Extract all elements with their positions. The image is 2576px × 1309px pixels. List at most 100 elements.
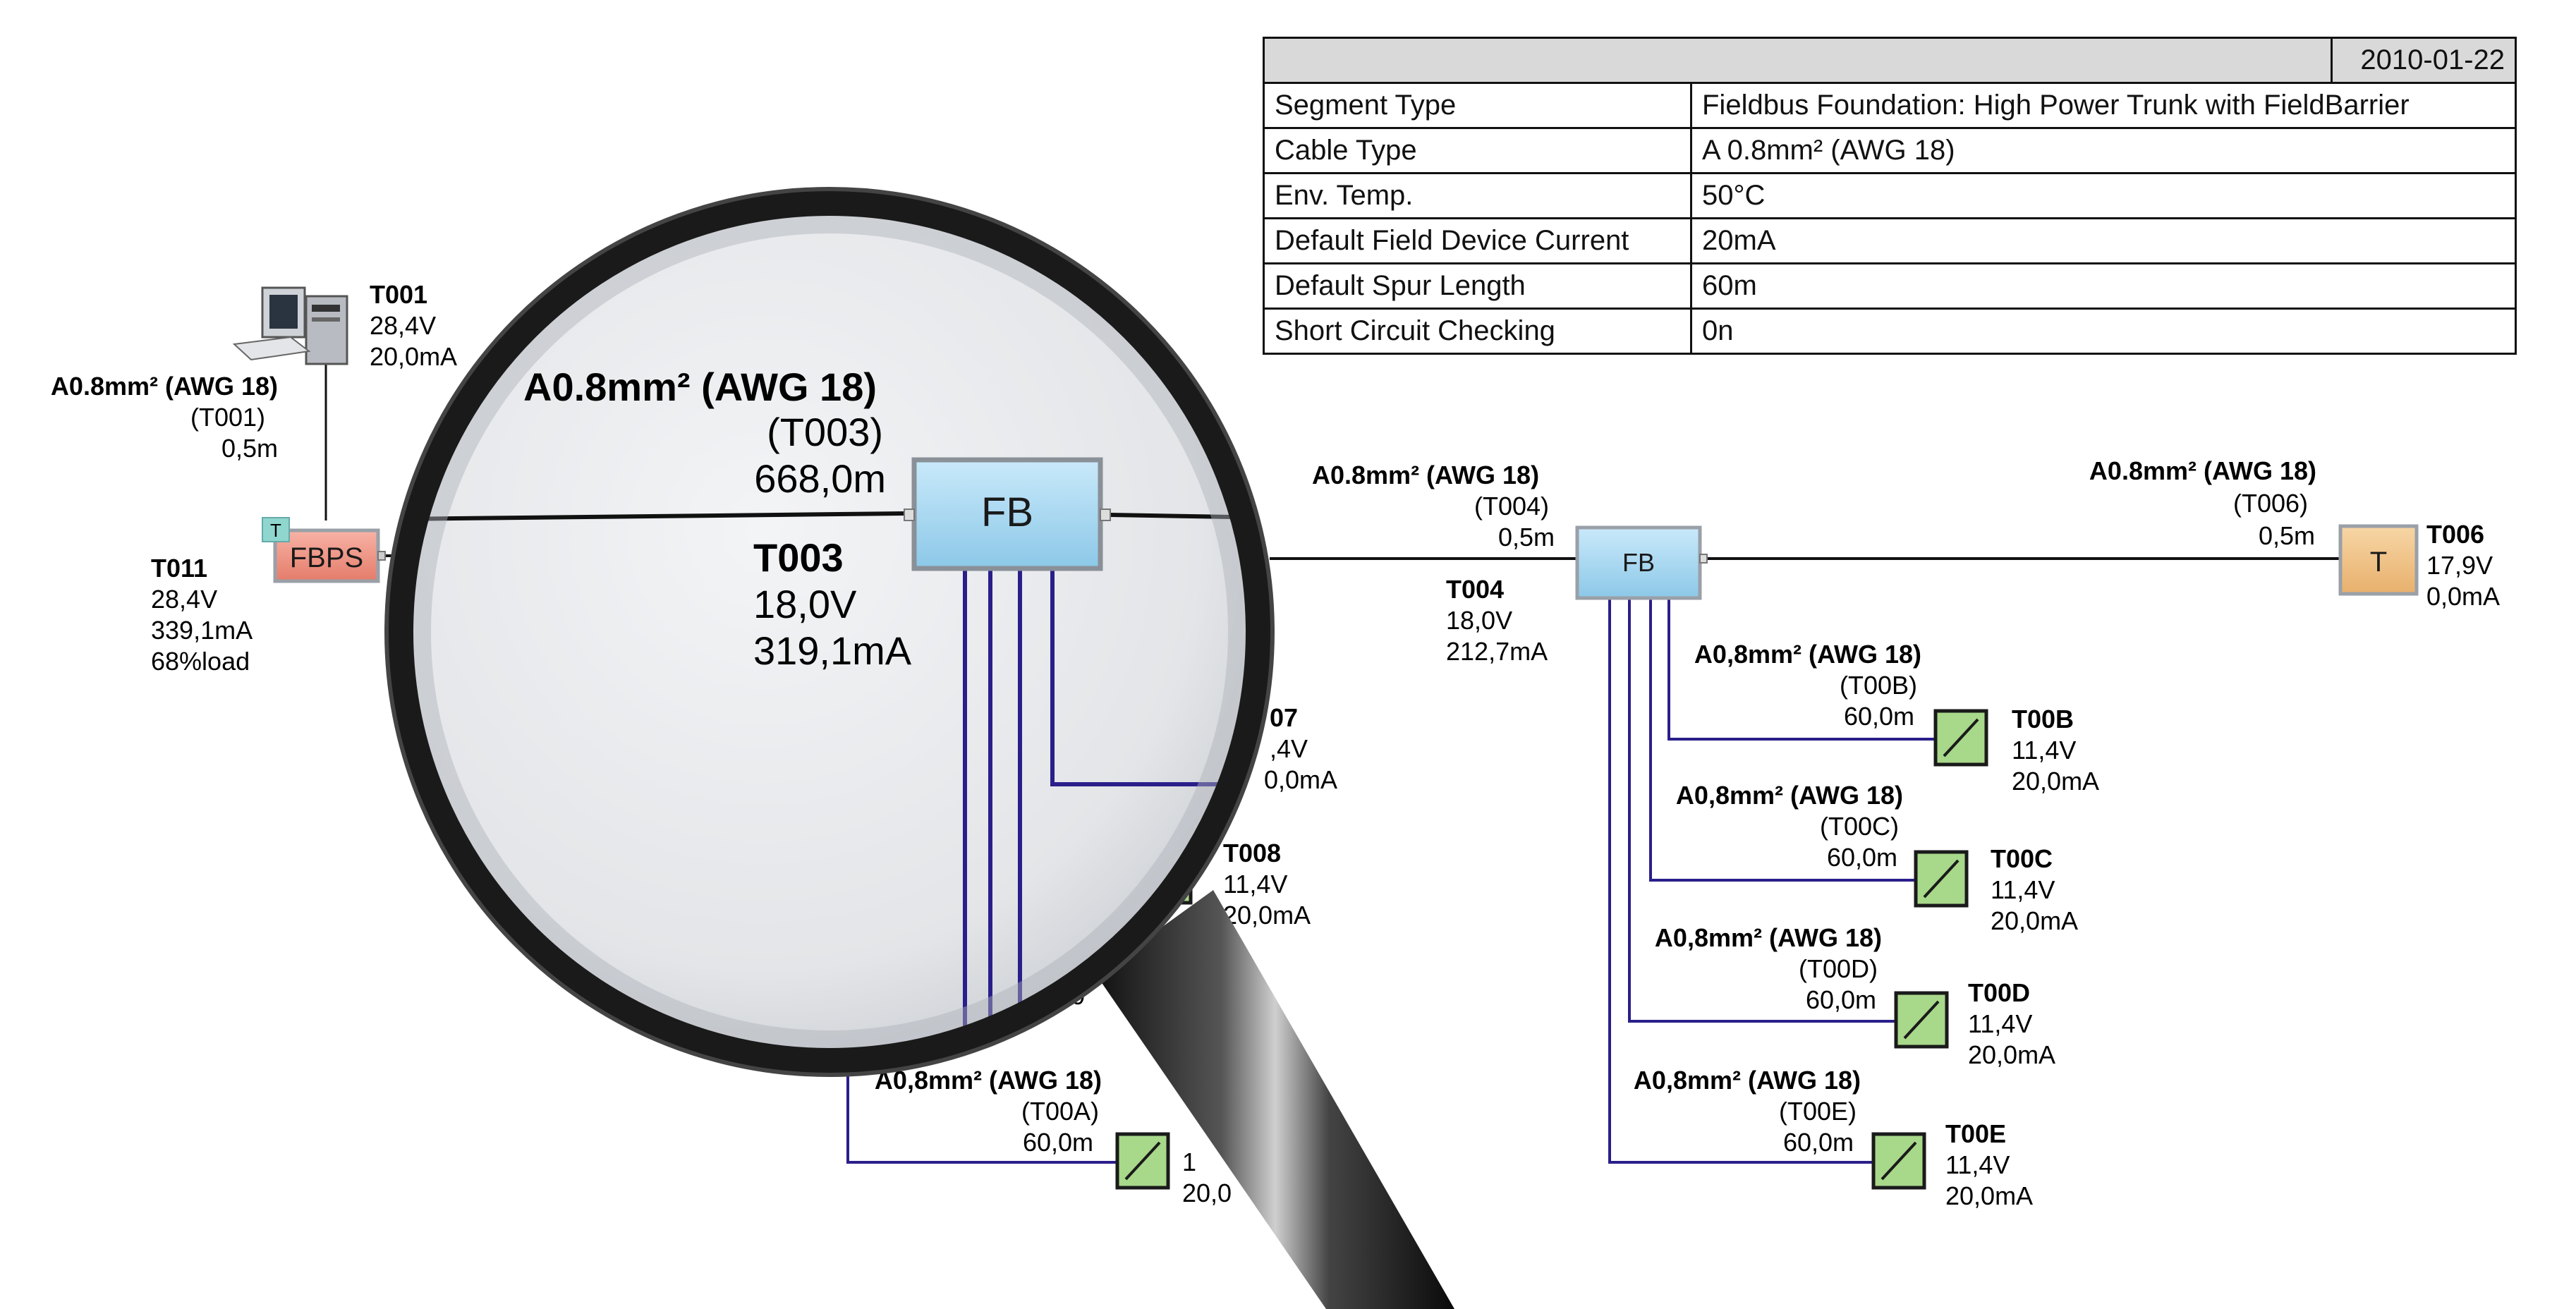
fbps-badge: T — [262, 517, 290, 542]
terminator-cable-tag: (T006) — [2233, 489, 2308, 518]
terminator-block[interactable]: T — [2338, 524, 2419, 596]
terminator-name: T006 — [2426, 520, 2484, 549]
table-value: 20mA — [1690, 217, 2517, 264]
device-current: 20,0mA — [2012, 767, 2099, 796]
terminator-label: T — [2370, 547, 2387, 578]
magnifier-lens: FB A0.8mm² (AWG 18) (T003) 668,0m T003 1… — [384, 187, 1275, 1077]
device-t00a[interactable] — [1115, 1132, 1170, 1190]
device-voltage: 11,4V — [2012, 736, 2076, 765]
spur-cable-length: 60,0m — [1827, 843, 1897, 872]
spur-line-t00b — [1667, 597, 1936, 741]
device-voltage: 11,4V — [1991, 875, 2055, 904]
host-cable-tag: (T001) — [190, 403, 265, 432]
spur-cable-length: 60,0m — [1783, 1128, 1854, 1157]
fb1-cable-length: 668,0m — [754, 456, 886, 501]
t00a-name-fragment: 1 — [1182, 1147, 1196, 1176]
spur-cable-label: A0,8mm² (AWG 18) — [1694, 640, 1921, 669]
t007-current-fragment: 0,0mA — [1264, 765, 1337, 794]
terminator-cable-length: 0,5m — [2259, 521, 2315, 550]
table-row: Short Circuit Checking 0n — [1263, 308, 2517, 355]
table-row: Default Spur Length 60m — [1263, 262, 2517, 310]
segment-info-table: 2010-01-22 Segment Type Fieldbus Foundat… — [1263, 37, 2517, 355]
fb1-voltage: 18,0V — [753, 582, 857, 626]
table-value: Fieldbus Foundation: High Power Trunk wi… — [1690, 82, 2517, 129]
fb2-cable-tag: (T004) — [1474, 492, 1549, 520]
fb2-label: FB — [1622, 548, 1655, 577]
fb1-label: FB — [981, 489, 1033, 535]
fbps-voltage: 28,4V — [151, 585, 217, 614]
fbps-current: 339,1mA — [151, 616, 253, 645]
table-row: Env. Temp. 50°C — [1263, 172, 2517, 219]
t008-current: 20,0mA — [1223, 901, 1311, 930]
spur-cable-label: A0,8mm² (AWG 18) — [1655, 923, 1882, 952]
device-name: T00E — [1945, 1119, 2006, 1148]
t00a-current-fragment: 20,0 — [1182, 1179, 1232, 1207]
fb2-name: T004 — [1446, 575, 1504, 604]
device-t00b[interactable] — [1933, 709, 1988, 767]
table-value: 0n — [1690, 308, 2517, 355]
fb2-cable-label: A0.8mm² (AWG 18) — [1312, 461, 1539, 489]
table-row: Segment Type Fieldbus Foundation: High P… — [1263, 82, 2517, 129]
fbps-load: 68%load — [151, 647, 250, 676]
spur-cable-length: 60,0m — [1844, 702, 1914, 731]
device-current: 20,0mA — [1991, 906, 2078, 935]
t00a-cable-label: A0,8mm² (AWG 18) — [875, 1066, 1102, 1095]
device-current: 20,0mA — [1945, 1181, 2033, 1210]
spur-cable-tag: (T00D) — [1799, 954, 1878, 983]
fb2-cable-length: 0,5m — [1498, 523, 1555, 552]
fbps-label: FBPS — [290, 542, 363, 573]
fbps-name: T011 — [151, 554, 207, 583]
table-value: 60m — [1690, 262, 2517, 310]
header-spacer — [1263, 37, 2333, 84]
device-name: T00B — [2012, 705, 2074, 733]
table-key: Cable Type — [1263, 127, 1692, 174]
table-key: Env. Temp. — [1263, 172, 1692, 219]
t00a-cable-tag: (T00A) — [1021, 1097, 1099, 1126]
device-name: T00C — [1991, 844, 2053, 873]
table-key: Default Spur Length — [1263, 262, 1692, 310]
t00a-cable-length: 60,0m — [1023, 1128, 1093, 1157]
table-key: Default Field Device Current — [1263, 217, 1692, 264]
host-voltage: 28,4V — [370, 311, 436, 340]
host-name: T001 — [370, 280, 427, 309]
fb1-cable-label: A0.8mm² (AWG 18) — [523, 365, 877, 409]
spur-cable-tag: (T00C) — [1820, 812, 1899, 841]
device-t00d[interactable] — [1894, 991, 1949, 1049]
host-current: 20,0mA — [370, 342, 457, 371]
device-t00c[interactable] — [1914, 850, 1969, 908]
host-cable-length: 0,5m — [221, 434, 278, 463]
fb1-cable-tag: (T003) — [767, 410, 883, 454]
magnifier-handle-icon — [1096, 890, 1454, 1309]
table-row: Default Field Device Current 20mA — [1263, 217, 2517, 264]
terminator-voltage: 17,9V — [2426, 551, 2493, 580]
t007-voltage-fragment: ,4V — [1270, 734, 1308, 763]
fb2-voltage: 18,0V — [1446, 606, 1512, 635]
fb2-current: 212,7mA — [1446, 637, 1548, 666]
table-key: Segment Type — [1263, 82, 1692, 129]
spur-cable-tag: (T00B) — [1840, 671, 1917, 700]
spur-cable-label: A0,8mm² (AWG 18) — [1634, 1066, 1861, 1095]
table-header-row: 2010-01-22 — [1263, 37, 2517, 84]
device-t00e[interactable] — [1871, 1132, 1926, 1190]
fieldbus-barrier-fb1[interactable]: FB — [904, 457, 1111, 571]
device-name: T00D — [1968, 978, 2030, 1007]
spur-line-t00c — [1649, 597, 1916, 882]
terminator-current: 0,0mA — [2426, 582, 2500, 611]
fb1-current: 319,1mA — [753, 628, 912, 673]
spur-line-t00d — [1628, 597, 1896, 1023]
host-cable-label: A0.8mm² (AWG 18) — [51, 372, 278, 401]
spur-cable-label: A0,8mm² (AWG 18) — [1676, 781, 1903, 810]
table-row: Cable Type A 0.8mm² (AWG 18) — [1263, 127, 2517, 174]
terminator-cable-label: A0.8mm² (AWG 18) — [2089, 456, 2316, 485]
fb1-name: T003 — [753, 535, 844, 580]
spur-cable-tag: (T00E) — [1779, 1097, 1857, 1126]
device-voltage: 11,4V — [1945, 1150, 2010, 1179]
spur-line-t00e — [1608, 597, 1873, 1164]
fbps-block[interactable]: FBPS — [273, 528, 386, 583]
t007-name-fragment: 07 — [1270, 703, 1298, 732]
svg-text:T: T — [270, 520, 281, 541]
table-value: A 0.8mm² (AWG 18) — [1690, 127, 2517, 174]
device-voltage: 11,4V — [1968, 1009, 2032, 1038]
fieldbus-barrier-fb2[interactable]: FB — [1575, 525, 1708, 600]
